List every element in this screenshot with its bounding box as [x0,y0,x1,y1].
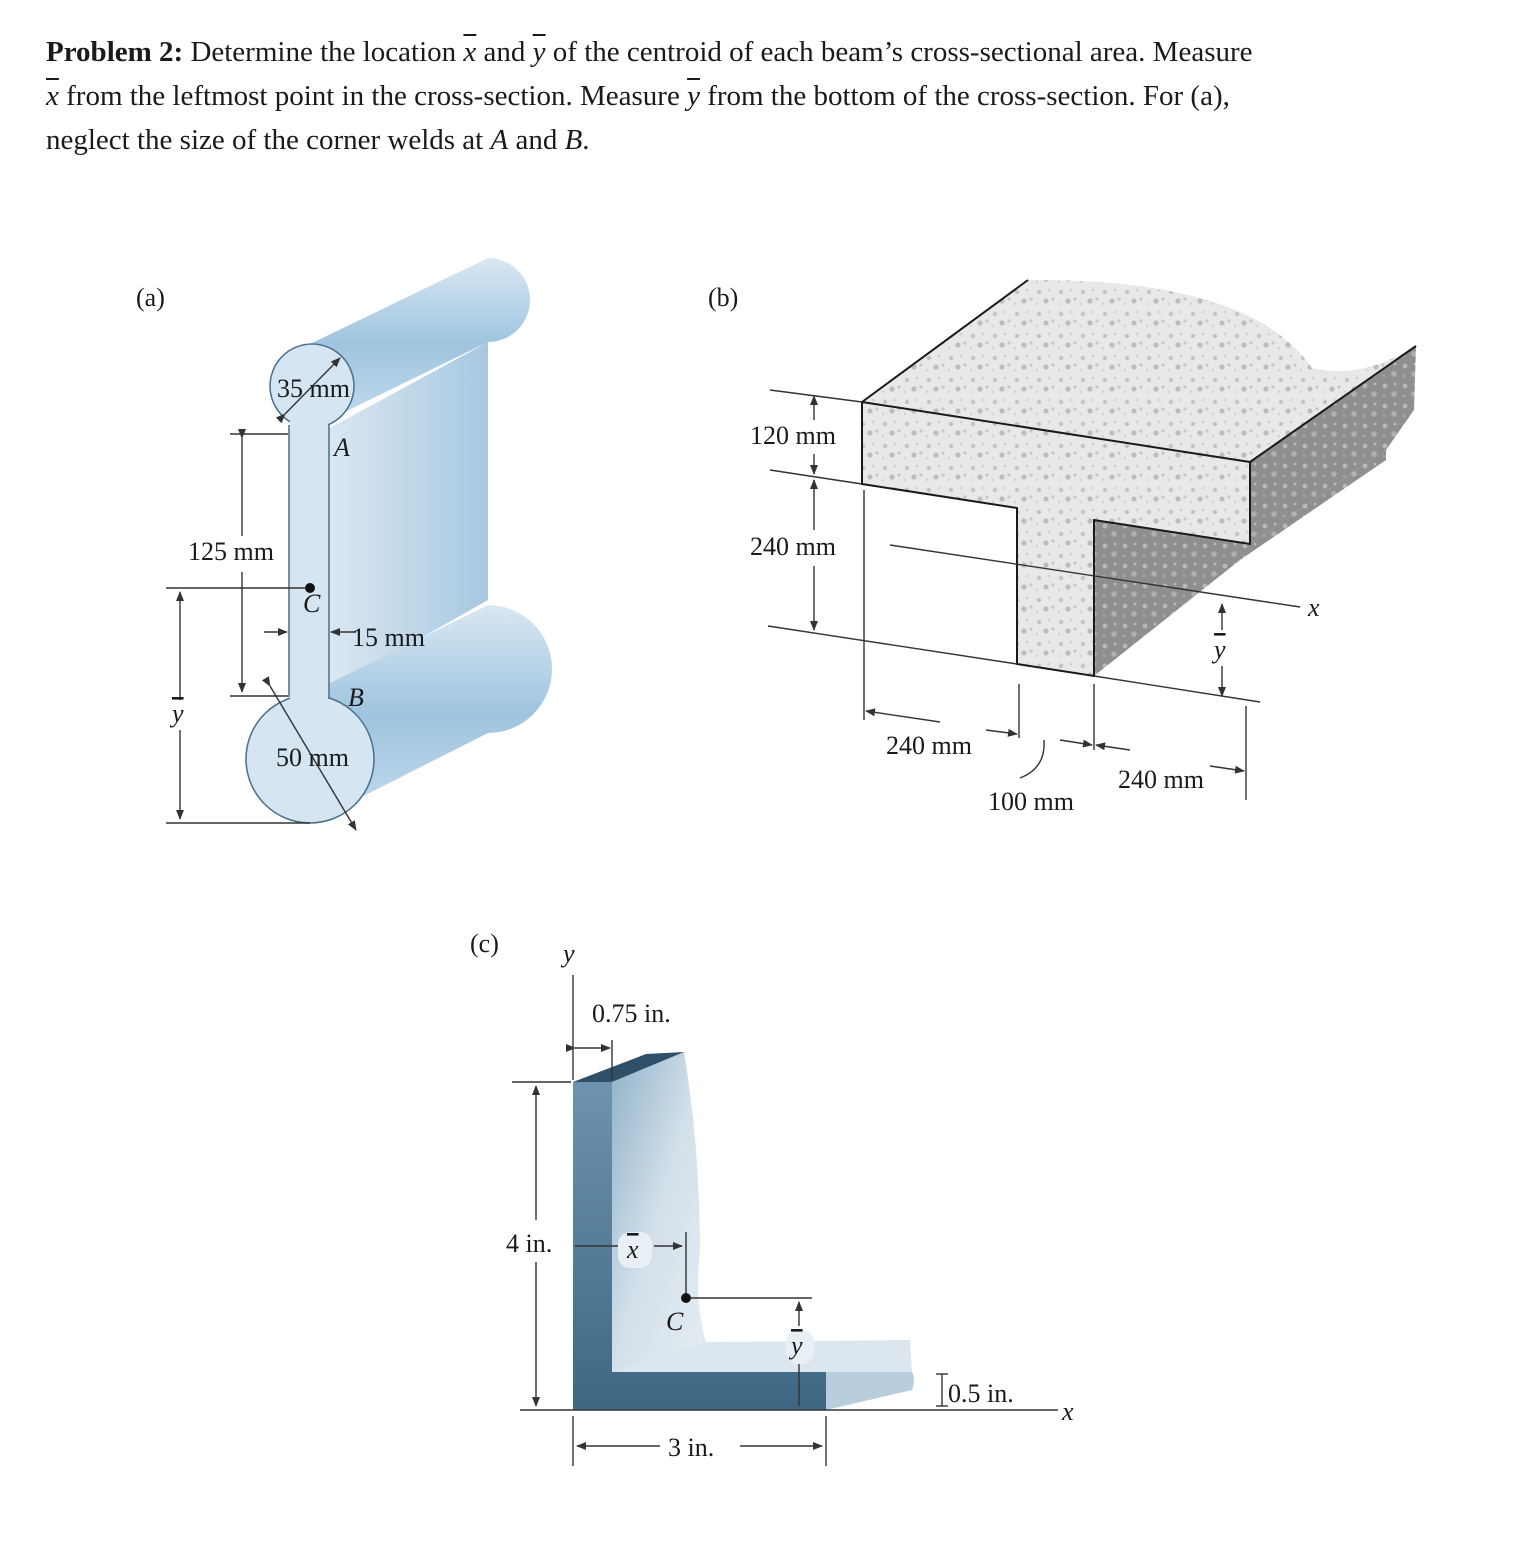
centroid-a-label: C [303,589,321,618]
top-diameter-dim [275,357,341,424]
figure-b: (b) x 120 mm 240 mm 240 mm 100 [708,279,1417,816]
weld-top-fill [290,420,328,434]
flange-thickness-label: 120 mm [750,421,836,450]
point-b-ref: B [564,124,583,156]
stem-height-label: 240 mm [750,532,836,561]
centroid-c-label: C [666,1307,684,1336]
slab-top-surface [862,279,1416,462]
angle-section-face [573,1082,826,1410]
problem-text-2b: from the bottom of the cross-section. Fo… [699,80,1230,112]
x-axis-c-label: x [1061,1397,1074,1426]
xbar-symbol-2: x [46,80,59,112]
stem-side-surface [1094,450,1386,676]
web-extrusion [326,342,488,692]
weld-b-label: B [348,683,364,712]
y-axis-c-label: y [560,939,575,968]
weld-bottom-fill [290,690,328,704]
problem-text-3b: and [508,124,565,156]
centroid-a-dot [305,583,315,593]
xbar-label-bg [618,1232,652,1268]
stem-bottom-ext [767,625,1018,665]
xbar-symbol: x [463,36,477,68]
stem-width-label: 100 mm [988,787,1074,816]
web-height-label: 125 mm [188,537,274,566]
problem-text-1b: and [476,36,533,68]
stem-width-arrow-right [1059,739,1093,748]
height-label: 4 in. [506,1229,552,1258]
angle-top-face [573,1052,684,1082]
angle-end-face [826,1372,914,1410]
ybar-a-label: y [169,699,184,728]
flange-top-ext [769,389,863,403]
slab-back-edge [861,279,1029,403]
leg-thick-bottom-label: 0.5 in. [948,1379,1014,1408]
flange-right-dim [1209,765,1245,774]
ybar-c-label: y [788,1331,803,1360]
flange-bottom-ext [769,469,863,485]
problem-statement: Problem 2: Determine the location x and … [46,30,1486,162]
figure-c-tag: (c) [470,929,499,958]
bottom-diameter-label: 50 mm [276,743,349,772]
problem-heading: Problem 2: [46,36,184,68]
top-diameter-label: 35 mm [277,374,350,403]
web-thickness-label: 15 mm [352,623,425,652]
ybar-b-label: y [1211,635,1226,664]
top-cylinder-body [312,258,530,428]
figure-a: (a) 35 mm 50 mm A B 125 mm C 15 mm [136,258,552,831]
base-b-ext [1093,675,1261,703]
flange-left-dim-a [865,708,941,723]
bottom-diameter-dim [261,676,357,831]
web-section [289,425,329,700]
slab-right-edge [1249,345,1417,463]
problem-text-2a: from the leftmost point in the cross-sec… [58,80,688,112]
figure-c: (c) y x 0.75 in. 4 in. x C [470,929,1074,1466]
angle-horizontal-top [612,1340,912,1372]
width-label: 3 in. [668,1433,714,1462]
slab-side-surface [1250,346,1416,544]
figure-a-tag: (a) [136,283,165,312]
ybar-symbol-2: y [687,80,700,112]
flange-left-dim-b [985,728,1018,737]
flange-right-label: 240 mm [1118,765,1204,794]
problem-text-3a: neglect the size of the corner welds at [46,124,491,156]
stem-width-leader [1019,739,1045,779]
ybar-label-bg [786,1330,814,1364]
problem-text-1a: Determine the location [183,36,464,68]
problem-text-1c: of the centroid of each beam’s cross-sec… [545,36,1253,68]
flange-left-label: 240 mm [886,731,972,760]
point-a-ref: A [490,124,509,156]
weld-a-label: A [332,433,350,462]
leg-thick-top-label: 0.75 in. [592,999,671,1028]
ybar-symbol: y [532,36,546,68]
stem-width-arrow-left [1095,742,1131,751]
figure-b-tag: (b) [708,283,738,312]
angle-vertical-inner [612,1052,706,1372]
problem-text-3c: . [582,124,590,156]
xbar-c-label: x [626,1235,639,1264]
x-axis-b-label: x [1307,593,1320,622]
x-axis-b [889,544,1301,608]
centroid-c-dot [681,1293,691,1303]
